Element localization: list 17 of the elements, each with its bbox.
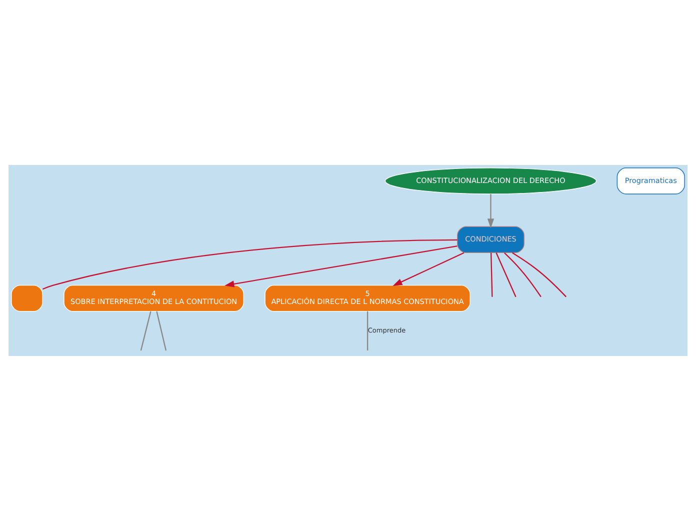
arrow — [224, 244, 458, 287]
node-box: CONDICIONES — [457, 226, 524, 253]
connector — [156, 310, 167, 350]
node-box: 5 APLICACIÓN DIRECTA DE L NORMAS CONSTITUCIONA — [264, 284, 470, 312]
connector — [42, 238, 458, 290]
connector — [366, 310, 368, 350]
arrow — [392, 252, 464, 286]
node-ellipse: CONSTITUCIONALIZACION DEL DERECHO — [384, 167, 597, 194]
node-box — [11, 284, 43, 312]
connector — [504, 252, 542, 297]
node-box: Programaticas — [616, 167, 685, 194]
arrow — [487, 194, 494, 228]
connector — [140, 310, 152, 350]
connector — [512, 252, 567, 297]
node-box: 4 SOBRE INTERPRETACION DE LA CONTITUCION — [64, 284, 244, 312]
connector — [496, 252, 516, 297]
connector — [490, 252, 493, 296]
